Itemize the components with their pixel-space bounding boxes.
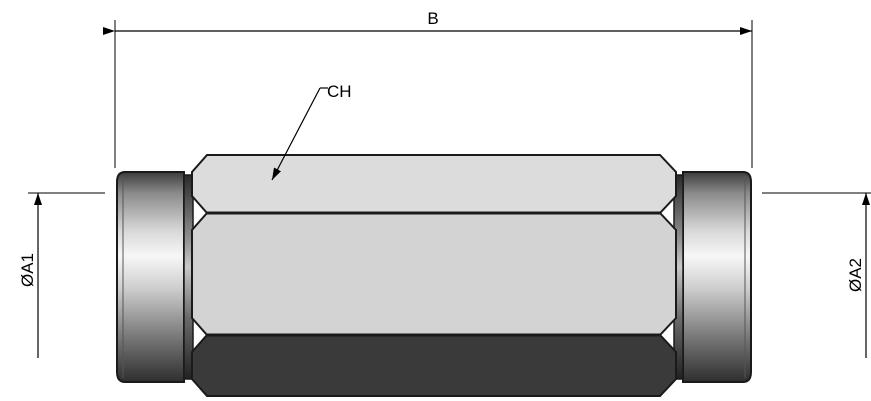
a1-diameter-label: ØA1	[18, 253, 37, 287]
hex-face-middle	[191, 212, 677, 336]
hex-body	[191, 154, 677, 397]
b-dimension-label: B	[427, 9, 438, 28]
hex-face-bottom	[191, 334, 677, 397]
left-end-fitting	[116, 171, 194, 383]
a2-diameter-label: ØA2	[846, 258, 865, 292]
ch-label: CH	[327, 82, 352, 101]
ch-leader-line	[271, 87, 321, 181]
right-end-fitting	[673, 171, 752, 383]
hex-face-top	[191, 154, 677, 214]
